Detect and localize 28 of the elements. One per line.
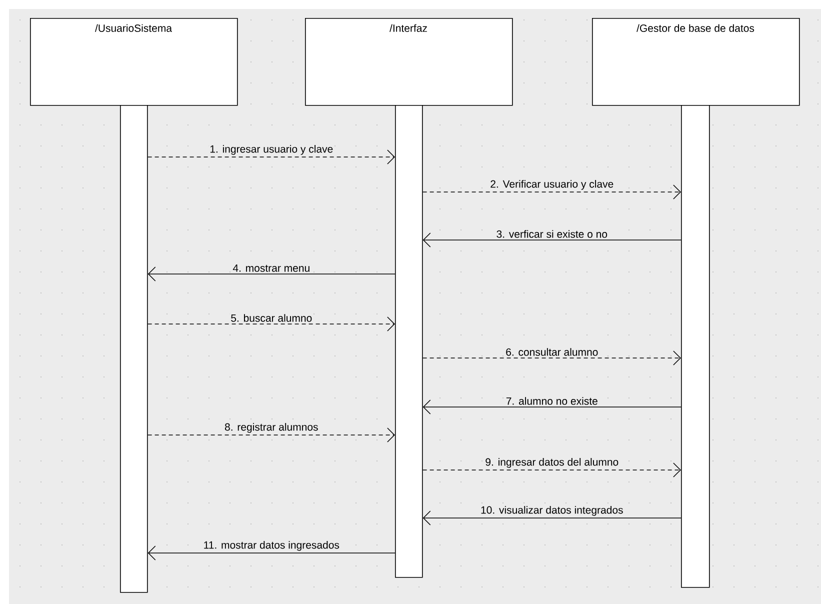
message-label: 4. mostrar menu	[232, 264, 310, 272]
message-label: 11. mostrar datos ingresados	[204, 541, 340, 551]
message-label: 7. alumno no existe	[506, 397, 598, 405]
message-label: 6. consultar alumno	[506, 348, 598, 356]
message-label: 1. ingresar usuario y clave	[210, 145, 333, 155]
message-arrow	[148, 546, 396, 560]
message-arrow	[422, 184, 681, 200]
lifeline-box: /UsuarioSistema	[30, 18, 238, 106]
lifeline-box: /Interfaz	[305, 18, 513, 106]
activation-bar	[395, 105, 423, 578]
message-arrow	[147, 316, 395, 332]
message-label: 2. Verificar usuario y clave	[490, 180, 614, 190]
message-arrow	[422, 232, 682, 248]
message-arrow	[422, 400, 682, 414]
message-arrow	[148, 266, 396, 282]
message-label: 8. registrar alumnos	[224, 423, 318, 433]
activation-bar	[681, 105, 710, 588]
lifeline-box: /Gestor de base de datos	[592, 18, 800, 106]
message-label: 9. ingresar datos del alumno	[486, 458, 618, 468]
message-label: 10. visualizar datos integrados	[481, 506, 623, 516]
message-label: 5. buscar alumno	[231, 314, 312, 322]
message-arrow	[147, 428, 395, 442]
message-arrow	[422, 462, 681, 478]
activation-bar	[120, 105, 148, 593]
message-label: 3. verficar si existe o no	[496, 230, 608, 238]
message-arrow	[422, 510, 682, 526]
message-arrow	[422, 350, 681, 366]
message-arrow	[147, 150, 395, 164]
